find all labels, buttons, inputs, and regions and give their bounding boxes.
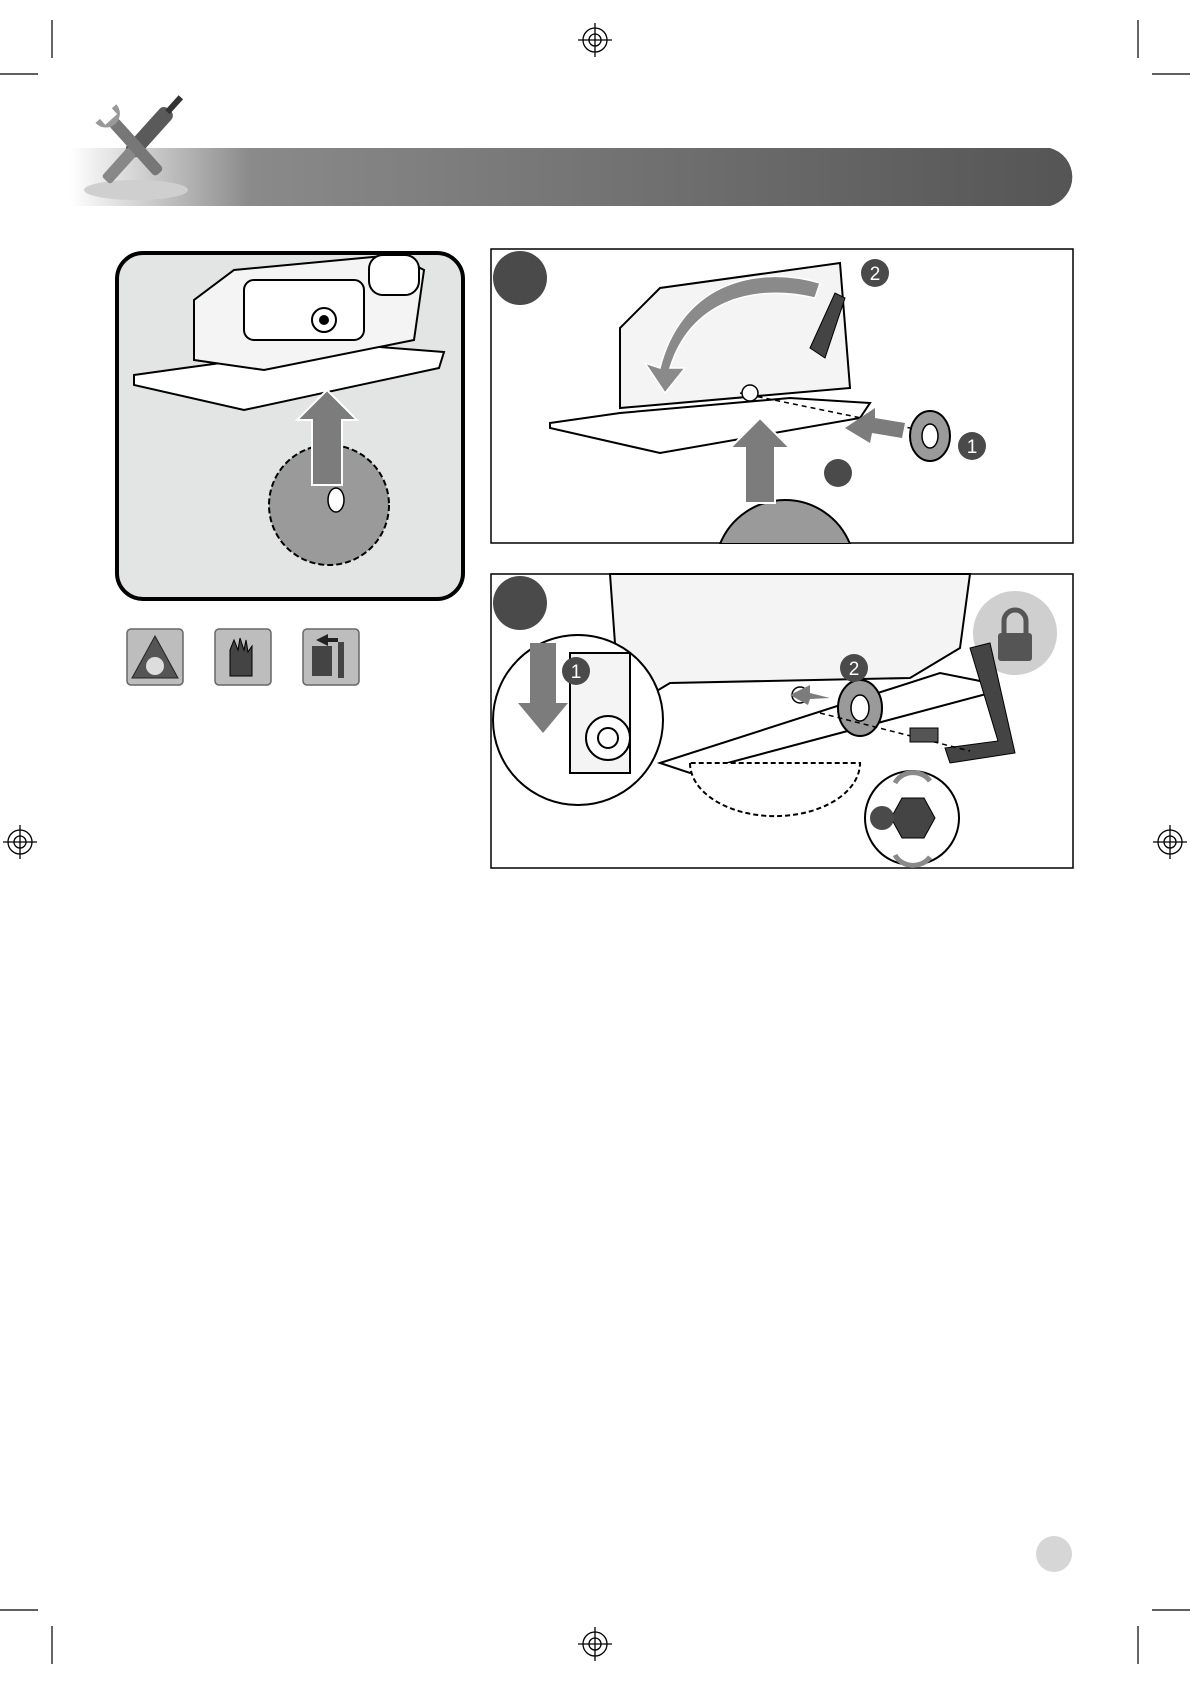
svg-text:1: 1 [571,662,582,683]
figure-blade-insertion [114,250,466,602]
section-header-bar [50,88,1080,213]
callout-1: 1 [562,657,590,685]
page-number-tab [1036,1536,1072,1572]
figure-flange-fit: 2 1 [490,248,1074,544]
registration-mark-bottom [578,1627,612,1661]
svg-text:2: 2 [870,264,881,285]
registration-mark-right [1153,825,1187,859]
hex-rotate-detail [865,771,959,865]
step-badge-b [493,576,547,630]
registration-mark-left [3,825,37,859]
disconnect-power-icon [302,628,360,686]
figure-bolt-tighten: 1 2 [490,573,1074,869]
svg-text:2: 2 [849,659,860,680]
screwdriver-wrench-icon [76,92,196,202]
callout-blank [824,459,852,487]
callout-1: 1 [958,432,986,460]
warning-blade-icon [126,628,184,686]
registration-mark-top [578,23,612,57]
outer-flange [910,411,950,461]
callout-2: 2 [840,654,868,682]
svg-text:1: 1 [967,437,978,458]
gloves-icon [214,628,272,686]
callout-2: 2 [861,259,889,287]
step-badge-a [493,251,547,305]
